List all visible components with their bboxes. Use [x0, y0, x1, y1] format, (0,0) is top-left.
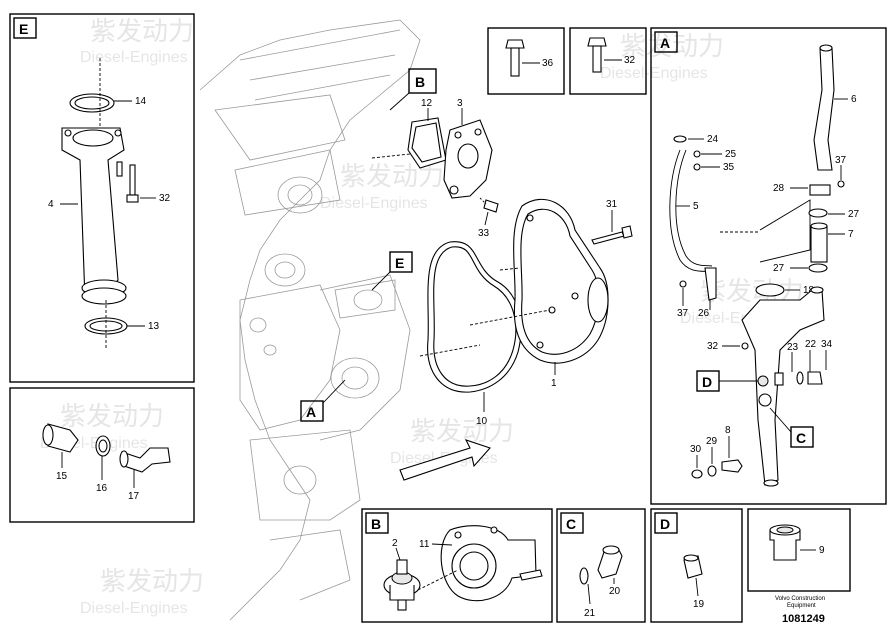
callout-13: 13: [148, 321, 160, 332]
callout-21: 21: [584, 608, 596, 619]
callout-15: 15: [56, 471, 68, 482]
watermark-en: Diesel-Engines: [320, 195, 428, 212]
gasket-10: 10: [419, 241, 522, 427]
detail-label-b: B: [415, 74, 425, 90]
callout-20: 20: [609, 586, 621, 597]
detail-box-sensor-fitting: 15 16 17: [9, 387, 195, 523]
callout-32: 32: [707, 341, 719, 352]
water-pump-1: 1 31: [469, 198, 633, 389]
callout-34: 34: [821, 339, 833, 350]
detail-box-b: B 2 11: [361, 508, 553, 623]
callout-29: 29: [706, 436, 718, 447]
watermark-en: Diesel-Engines: [600, 65, 708, 82]
detail-box-bolt-36: 36: [487, 27, 565, 95]
callout-10: 10: [476, 416, 488, 427]
callout-27: 27: [848, 209, 860, 220]
callout-37: 37: [677, 308, 689, 319]
callout-18: 18: [803, 285, 815, 296]
watermark-cn: 紫发动力: [100, 566, 204, 596]
engine-block: [199, 19, 421, 621]
detail-label-d-box: D: [660, 516, 670, 532]
callout-8: 8: [725, 425, 731, 436]
engine-label-a: A: [300, 379, 346, 422]
callout-1: 1: [551, 378, 557, 389]
drawing-number: 1081249: [782, 613, 825, 625]
detail-label-d: D: [702, 374, 712, 390]
detail-box-e: E 14 32 4 13: [9, 13, 195, 383]
detail-box-c: C 20 21: [556, 508, 646, 623]
callout-12: 12: [421, 98, 433, 109]
callout-32: 32: [159, 193, 171, 204]
detail-label-b-box: B: [371, 516, 381, 532]
callout-28: 28: [773, 183, 785, 194]
callout-37: 37: [835, 155, 847, 166]
watermark-en: Diesel-Engines: [80, 49, 188, 66]
callout-27: 27: [773, 263, 785, 274]
detail-box-plug-9: 9: [747, 508, 851, 592]
callout-11: 11: [419, 539, 430, 550]
callout-16: 16: [96, 483, 108, 494]
detail-label-e: E: [19, 21, 28, 37]
callout-3: 3: [457, 98, 463, 109]
footer-block: Volvo Construction Equipment 1081249: [775, 596, 825, 625]
callout-24: 24: [707, 134, 719, 145]
callout-36: 36: [542, 58, 554, 69]
detail-box-bolt-32: 32: [569, 27, 647, 95]
callout-5: 5: [693, 201, 699, 212]
callout-35: 35: [723, 162, 735, 173]
callout-26: 26: [698, 308, 710, 319]
detail-label-e-engine: E: [395, 255, 404, 271]
callout-2: 2: [392, 538, 398, 549]
watermark-cn: 紫发动力: [620, 31, 724, 61]
watermark-cn: 紫发动力: [90, 16, 194, 46]
callout-31: 31: [606, 199, 618, 210]
detail-label-c-box: C: [566, 516, 576, 532]
callout-25: 25: [725, 149, 737, 160]
callout-6: 6: [851, 94, 857, 105]
company-name-line2: Equipment: [787, 603, 816, 609]
callout-19: 19: [693, 599, 705, 610]
watermark-cn: 紫发动力: [410, 416, 514, 446]
callout-22: 22: [805, 339, 817, 350]
direction-arrow: [399, 439, 491, 481]
callout-9: 9: [819, 545, 825, 556]
callout-4: 4: [48, 199, 54, 210]
callout-32: 32: [624, 55, 636, 66]
engine-label-e: E: [371, 251, 413, 291]
detail-box-a: A 6 5 24 25 35 28 37 27: [650, 27, 887, 505]
detail-box-d: D 19: [650, 508, 743, 623]
detail-label-c: C: [796, 430, 806, 446]
callout-7: 7: [848, 229, 854, 240]
company-name-line1: Volvo Construction: [775, 596, 825, 602]
callout-14: 14: [135, 96, 147, 107]
callout-33: 33: [478, 228, 490, 239]
callout-17: 17: [128, 491, 140, 502]
watermark-cn: 紫发动力: [60, 401, 164, 431]
detail-label-a-engine: A: [306, 404, 316, 420]
callout-30: 30: [690, 444, 702, 455]
detail-label-a: A: [660, 35, 670, 51]
watermark-en: Diesel-Engines: [80, 600, 188, 617]
thermostat-housing-group: B 12 3 33: [371, 68, 499, 239]
callout-23: 23: [787, 342, 799, 353]
